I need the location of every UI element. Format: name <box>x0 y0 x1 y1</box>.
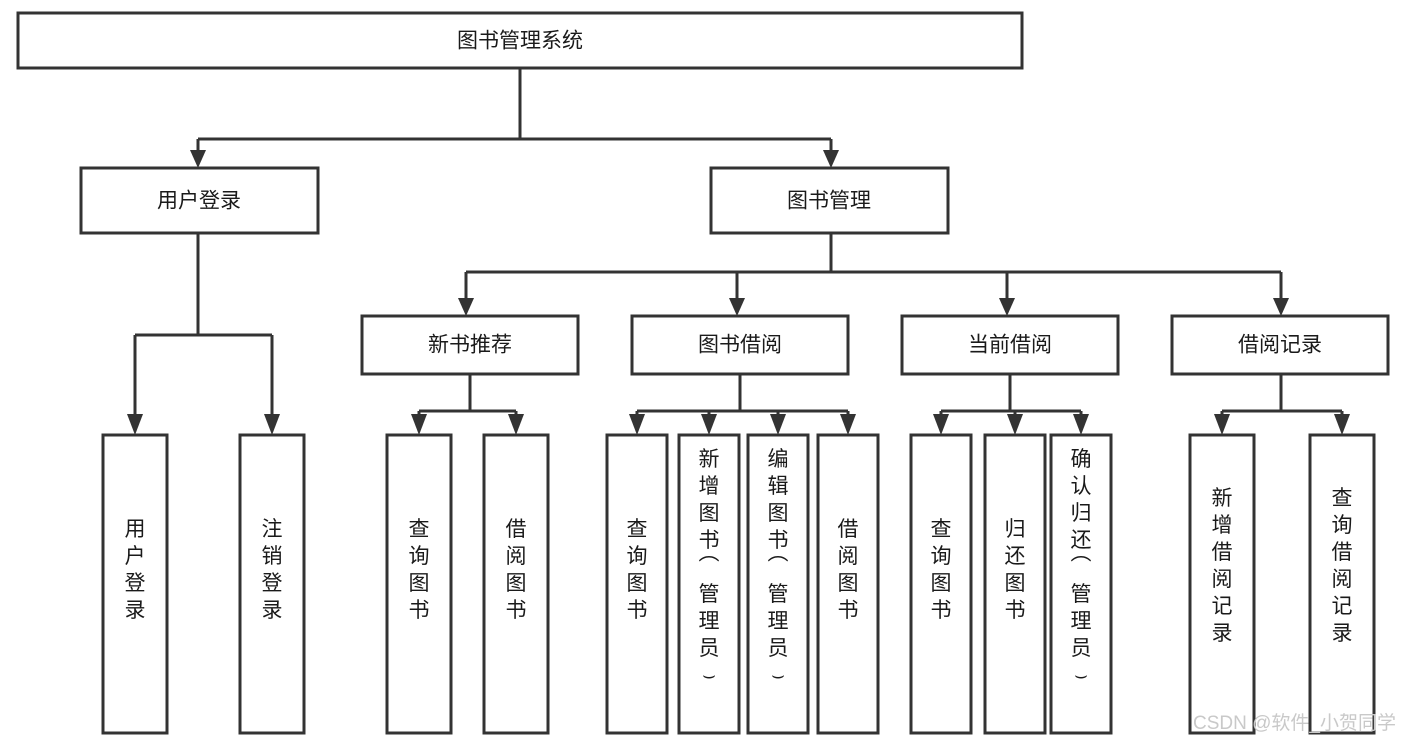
arrow-head-borrow-record <box>1273 298 1289 316</box>
node-leaf-logout[interactable]: 注销登录 <box>238 433 306 735</box>
node-leaf-add-book-box[interactable] <box>677 433 741 735</box>
node-leaf-borrow-book-recommend-label: 借阅图书 <box>506 518 527 622</box>
arrow-head-leaf-borrow-book-recommend <box>508 414 524 435</box>
node-user-login[interactable]: 用户登录 <box>79 166 320 235</box>
arrow-head-leaf-add-book <box>701 414 717 435</box>
arrow-head-leaf-query-book-borrow <box>629 414 645 435</box>
arrow-head-leaf-logout <box>264 414 280 435</box>
arrow-head-leaf-query-borrow-record <box>1334 414 1350 435</box>
node-leaf-return-book[interactable]: 归还图书 <box>983 433 1047 735</box>
node-leaf-confirm-return-label: 确认归还⌒管理员⌣ <box>1071 448 1092 687</box>
node-leaf-borrow-book-recommend[interactable]: 借阅图书 <box>482 433 550 735</box>
node-leaf-edit-book-label: 编辑图书⌒管理员⌣ <box>768 448 789 687</box>
node-leaf-query-book-recommend[interactable]: 查询图书 <box>385 433 453 735</box>
arrow-head-leaf-return-book <box>1007 414 1023 435</box>
arrow-head-leaf-borrow-book <box>840 414 856 435</box>
node-borrow-record[interactable]: 借阅记录 <box>1170 314 1390 376</box>
node-leaf-query-borrow-record-label: 查询借阅记录 <box>1332 487 1353 645</box>
node-leaf-query-borrow-record-box[interactable] <box>1308 433 1376 735</box>
node-leaf-query-book-borrow[interactable]: 查询图书 <box>605 433 669 735</box>
node-book-borrow-box[interactable] <box>630 314 850 376</box>
node-leaf-add-borrow-record-box[interactable] <box>1188 433 1256 735</box>
node-leaf-edit-book[interactable]: 编辑图书⌒管理员⌣ <box>746 433 810 735</box>
arrow-head-book-borrow <box>729 298 745 316</box>
node-book-management-label: 图书管理 <box>787 190 871 213</box>
node-current-borrow-box[interactable] <box>900 314 1120 376</box>
node-leaf-add-book-label: 新增图书⌒管理员⌣ <box>699 448 720 687</box>
node-new-book-recommend-box[interactable] <box>360 314 580 376</box>
node-leaf-add-book[interactable]: 新增图书⌒管理员⌣ <box>677 433 741 735</box>
arrow-head-book-management <box>823 150 839 168</box>
node-leaf-borrow-book-box[interactable] <box>816 433 880 735</box>
node-current-borrow[interactable]: 当前借阅 <box>900 314 1120 376</box>
node-leaf-query-borrow-record[interactable]: 查询借阅记录 <box>1308 433 1376 735</box>
node-leaf-borrow-book[interactable]: 借阅图书 <box>816 433 880 735</box>
node-book-management-box[interactable] <box>709 166 950 235</box>
node-leaf-logout-label: 注销登录 <box>262 518 283 622</box>
node-leaf-add-borrow-record[interactable]: 新增借阅记录 <box>1188 433 1256 735</box>
node-new-book-recommend[interactable]: 新书推荐 <box>360 314 580 376</box>
arrow-head-current-borrow <box>999 298 1015 316</box>
arrow-head-leaf-edit-book <box>770 414 786 435</box>
connector-layer <box>127 68 1350 435</box>
node-leaf-confirm-return[interactable]: 确认归还⌒管理员⌣ <box>1049 433 1113 735</box>
node-root-box[interactable] <box>16 11 1024 70</box>
node-root[interactable]: 图书管理系统 <box>16 11 1024 70</box>
node-leaf-query-book-current-label: 查询图书 <box>931 518 952 622</box>
node-leaf-query-book-borrow-label: 查询图书 <box>627 518 648 622</box>
node-leaf-borrow-book-label: 借阅图书 <box>838 518 859 622</box>
node-leaf-query-book-current-box[interactable] <box>909 433 973 735</box>
node-book-borrow-label: 图书借阅 <box>698 334 782 357</box>
arrow-head-user-login <box>190 150 206 168</box>
node-leaf-query-book-recommend-label: 查询图书 <box>409 518 430 622</box>
node-book-management[interactable]: 图书管理 <box>709 166 950 235</box>
node-borrow-record-label: 借阅记录 <box>1238 334 1322 357</box>
arrow-head-leaf-add-borrow-record <box>1214 414 1230 435</box>
node-borrow-record-box[interactable] <box>1170 314 1390 376</box>
node-leaf-return-book-box[interactable] <box>983 433 1047 735</box>
node-leaf-user-login-box[interactable] <box>101 433 169 735</box>
node-leaf-borrow-book-recommend-box[interactable] <box>482 433 550 735</box>
arrow-head-leaf-query-book-current <box>933 414 949 435</box>
node-leaf-logout-box[interactable] <box>238 433 306 735</box>
arrow-head-leaf-query-book-recommend <box>411 414 427 435</box>
node-leaf-return-book-label: 归还图书 <box>1005 518 1026 622</box>
arrow-head-leaf-user-login <box>127 414 143 435</box>
node-leaf-query-book-current[interactable]: 查询图书 <box>909 433 973 735</box>
node-leaf-confirm-return-box[interactable] <box>1049 433 1113 735</box>
arrow-head-leaf-confirm-return <box>1073 414 1089 435</box>
node-book-borrow[interactable]: 图书借阅 <box>630 314 850 376</box>
node-root-label: 图书管理系统 <box>457 30 583 53</box>
node-user-login-box[interactable] <box>79 166 320 235</box>
arrow-head-new-book-recommend <box>458 298 474 316</box>
node-user-login-label: 用户登录 <box>157 190 241 213</box>
node-leaf-query-book-recommend-box[interactable] <box>385 433 453 735</box>
node-leaf-user-login-label: 用户登录 <box>125 518 146 622</box>
node-leaf-query-book-borrow-box[interactable] <box>605 433 669 735</box>
node-leaf-user-login[interactable]: 用户登录 <box>101 433 169 735</box>
csdn-watermark: CSDN @软件_小贺同学 <box>1193 712 1396 734</box>
node-leaf-edit-book-box[interactable] <box>746 433 810 735</box>
node-new-book-recommend-label: 新书推荐 <box>428 334 512 357</box>
node-current-borrow-label: 当前借阅 <box>968 334 1052 357</box>
node-leaf-add-borrow-record-label: 新增借阅记录 <box>1212 487 1233 645</box>
